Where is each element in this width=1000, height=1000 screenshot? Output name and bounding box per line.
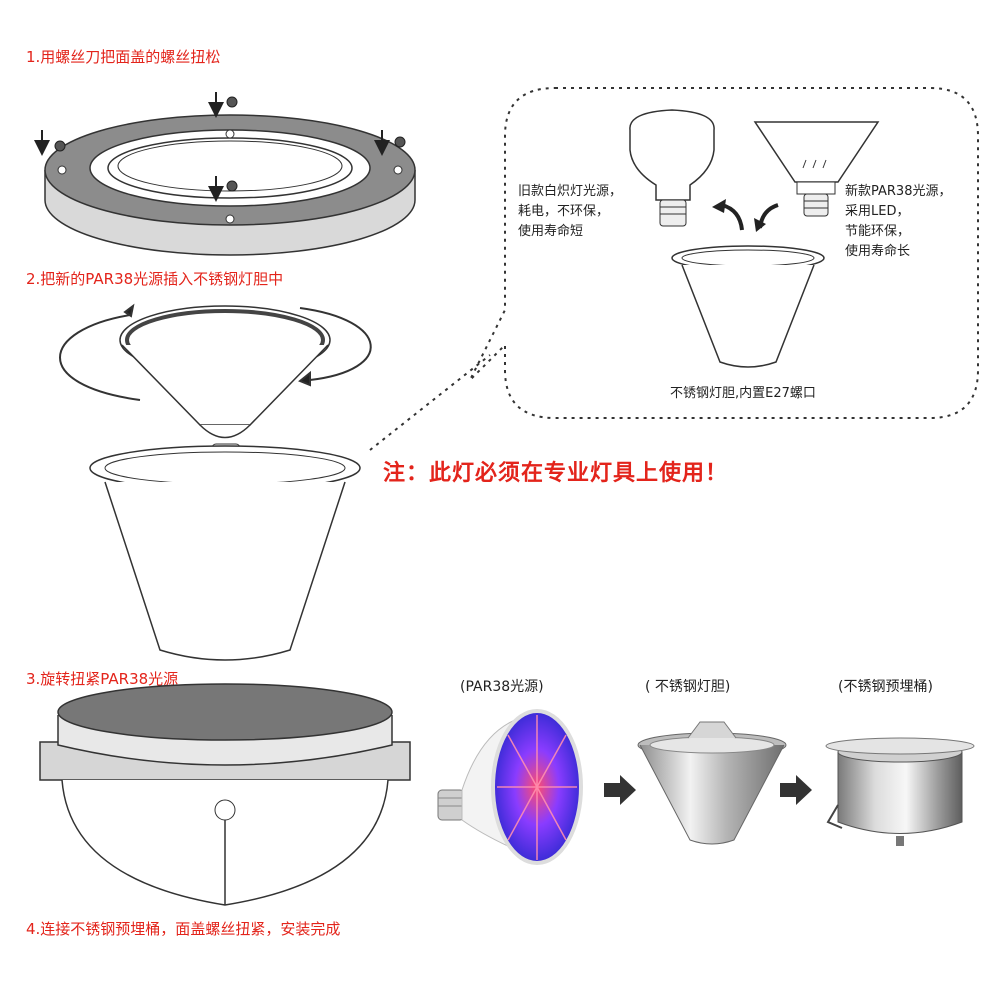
old-incandescent-bulb xyxy=(629,109,715,227)
stainless-cup-outline xyxy=(89,445,361,661)
old-bulb-caption: 旧款白炽灯光源， 耗电，不环保， 使用寿命短 xyxy=(518,184,623,239)
callout-bubble xyxy=(469,87,979,419)
cup-photo-caption: ( 不锈钢灯胆) xyxy=(645,679,731,695)
step-1-label: 1.用螺丝刀把面盖的螺丝扭松 xyxy=(26,48,221,66)
rotation-arrows xyxy=(59,303,372,401)
cup-caption: 不锈钢灯胆,内置E27螺口 xyxy=(670,386,816,401)
assembled-light xyxy=(39,683,411,906)
arrow-right-icon xyxy=(604,775,636,805)
bucket-caption: (不锈钢预埋桶) xyxy=(838,679,933,695)
step-3-label: 3.旋转扭紧PAR38光源 xyxy=(26,670,179,688)
swap-arrows xyxy=(712,199,779,232)
callout-cup xyxy=(671,245,825,368)
warning-note: 注：此灯必须在专业灯具上使用！ xyxy=(383,461,729,486)
new-bulb-caption: 新款PAR38光源， 采用LED， 节能环保， 使用寿命长 xyxy=(845,184,952,259)
stainless-cup-photo xyxy=(637,721,787,845)
screw-icons xyxy=(34,92,406,202)
stainless-bucket-photo xyxy=(825,737,975,846)
face-cover-ring xyxy=(44,114,416,256)
par38-led-bulb-photo xyxy=(437,709,583,865)
new-par38-bulb xyxy=(753,121,880,217)
step-4-label: 4.连接不锈钢预埋桶，面盖螺丝扭紧，安装完成 xyxy=(26,920,341,938)
step-2-label: 2.把新的PAR38光源插入不锈钢灯胆中 xyxy=(26,270,284,288)
arrow-right-icon xyxy=(780,775,812,805)
par38-caption: (PAR38光源) xyxy=(460,679,544,695)
